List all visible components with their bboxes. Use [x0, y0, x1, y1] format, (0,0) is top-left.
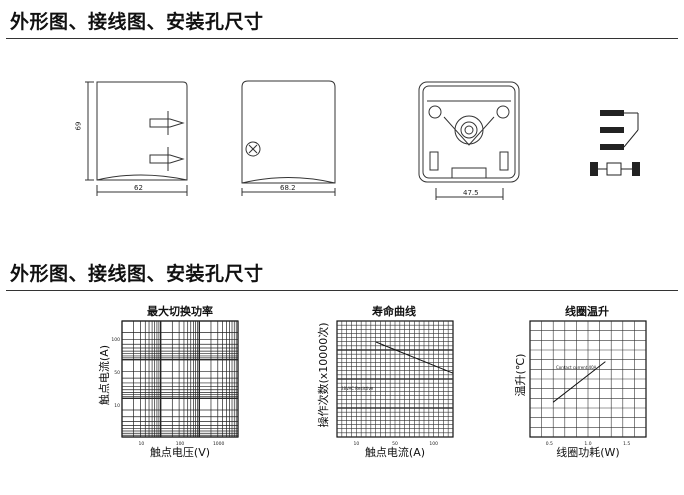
x-tick-label: 1.5	[623, 441, 630, 447]
chart-2-ylabel: 操作次数(x10000次)	[317, 322, 330, 428]
series-line	[552, 361, 606, 403]
x-tick-label: 10	[353, 441, 359, 447]
side-view-drawing	[85, 81, 188, 196]
chart-2-xlabel: 触点电流(A)	[364, 446, 426, 459]
chart-2-plot: 10 50 100 28VAC Resistive	[336, 320, 454, 447]
chart-frame	[121, 320, 239, 438]
y-tick-label: 50	[114, 370, 120, 376]
chart-1-plot: 10 100 1000 100 50 10	[111, 320, 239, 447]
chart-1-title: 最大切换功率	[147, 305, 213, 318]
chart-3-title: 线圈温升	[565, 305, 609, 318]
chart-annotation: Contact current 40A	[556, 365, 597, 370]
x-tick-label: 1000	[213, 441, 225, 447]
x-tick-label: 50	[392, 441, 398, 447]
section-title-bottom: 外形图、接线图、安装孔尺寸	[10, 263, 264, 285]
x-tick-label: 10	[138, 441, 144, 447]
chart-1-ylabel: 触点电流(A)	[98, 344, 111, 406]
x-tick-label: 1.0	[584, 441, 591, 447]
chart-3-plot: 0.5 1.0 1.5 Contact current 40A	[529, 320, 647, 447]
section-rule-top	[6, 38, 678, 39]
y-tick-label: 10	[114, 403, 120, 409]
width-dimension-label-3: 47.5	[463, 189, 479, 197]
width-dimension-label-1: 62	[134, 184, 143, 192]
section-title-top: 外形图、接线图、安装孔尺寸	[10, 11, 264, 33]
x-tick-label: 0.5	[546, 441, 553, 447]
y-tick-label: 100	[111, 337, 120, 343]
section-rule-bottom	[6, 290, 678, 291]
x-tick-label: 100	[429, 441, 438, 447]
chart-2-title: 寿命曲线	[372, 305, 416, 318]
wiring-diagram	[590, 110, 640, 176]
series-line	[375, 341, 454, 374]
top-view-drawing	[241, 80, 336, 196]
technical-drawings	[85, 80, 640, 200]
chart-annotation: 28VAC Resistive	[341, 386, 374, 391]
x-tick-label: 100	[176, 441, 185, 447]
chart-1-xlabel: 触点电压(V)	[149, 446, 211, 459]
bottom-view-drawing	[418, 81, 520, 200]
chart-3-ylabel: 温升(℃)	[514, 353, 527, 397]
chart-3-xlabel: 线圈功耗(W)	[556, 446, 620, 459]
width-dimension-label-2: 68.2	[280, 184, 296, 192]
